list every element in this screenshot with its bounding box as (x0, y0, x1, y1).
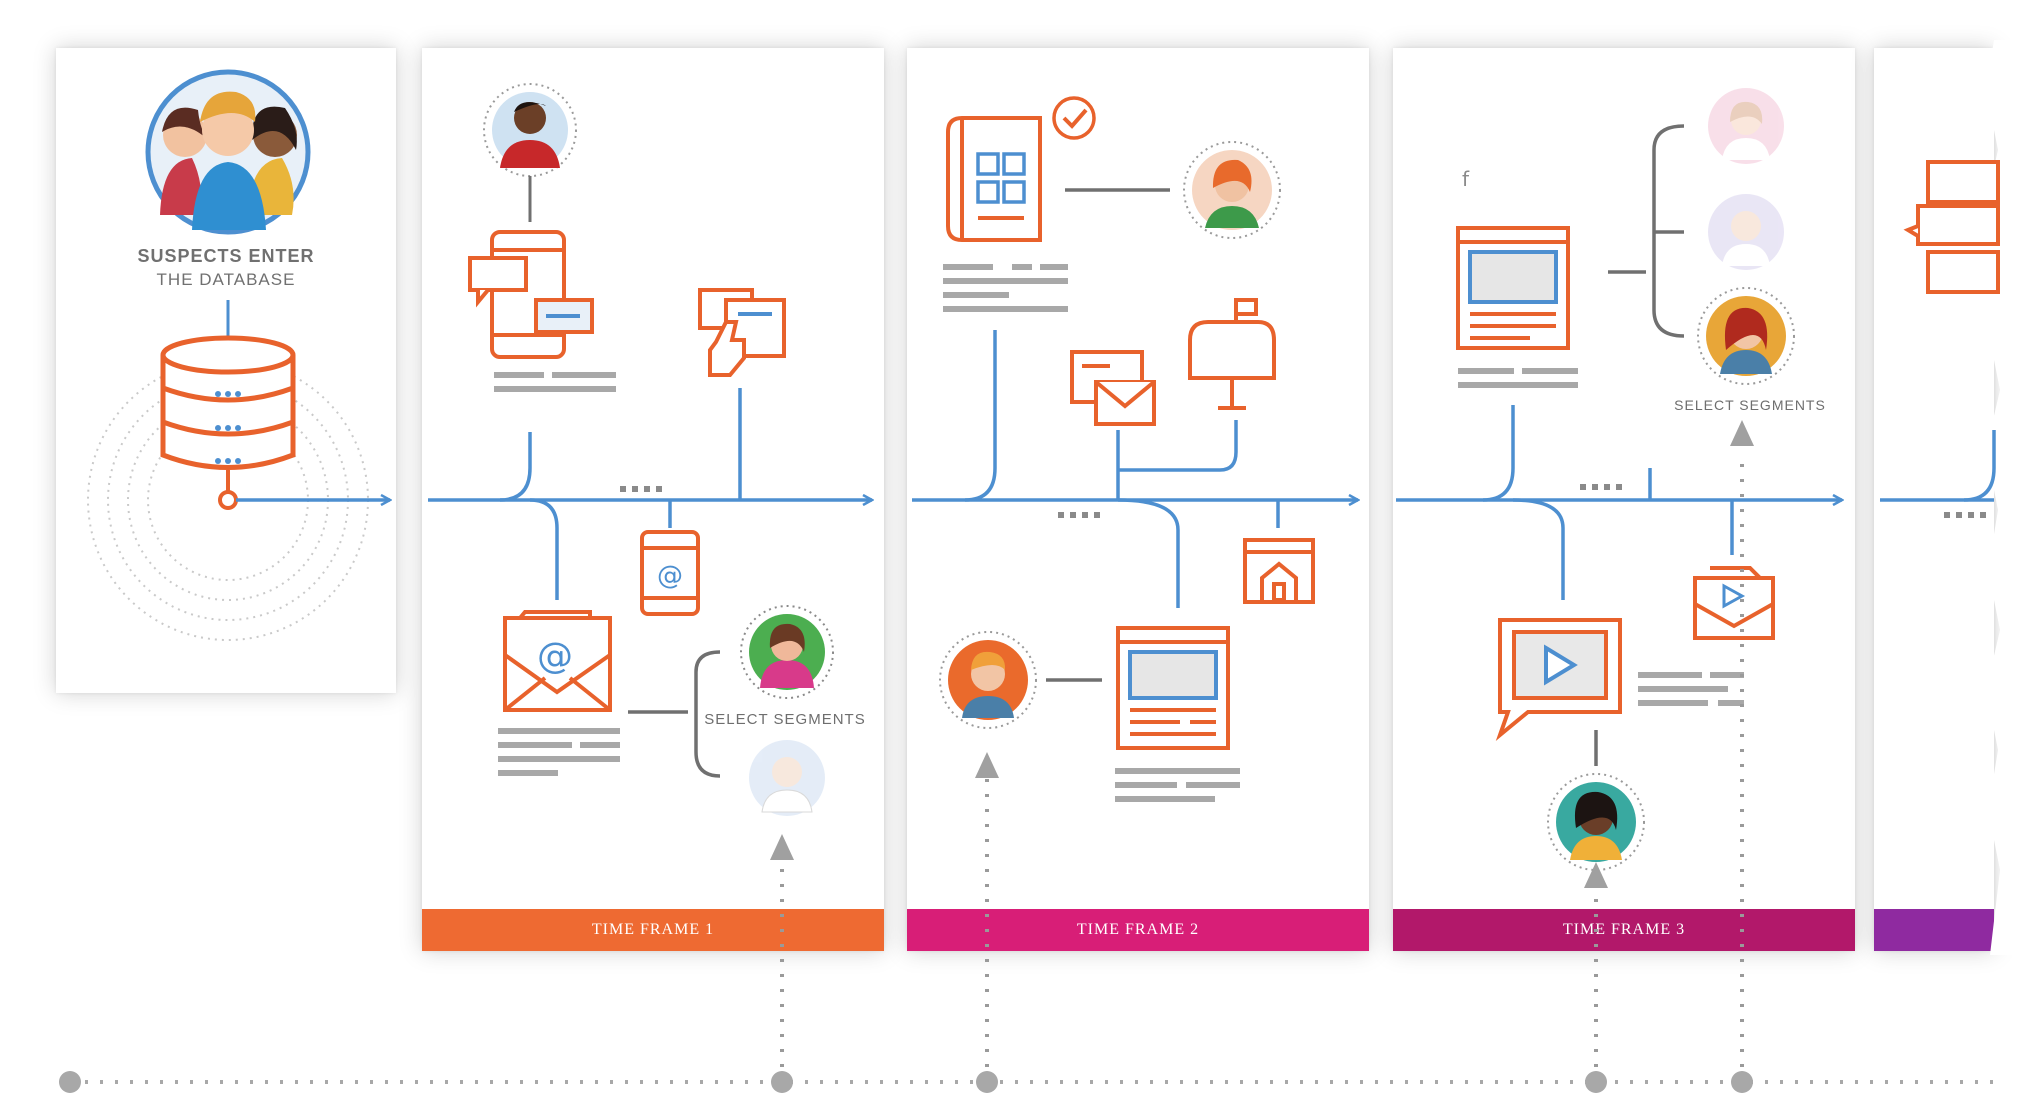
svg-text:@: @ (537, 636, 573, 677)
tf1-segment-bracket (628, 650, 721, 778)
woman-orange-hair-avatar-icon (1183, 141, 1281, 239)
group-avatar-icon (145, 69, 311, 235)
timeframe-3-label: TIME FRAME 3 (1393, 909, 1855, 951)
email-envelope-icon: @ (503, 610, 612, 712)
video-chat-icon (1495, 618, 1622, 742)
person-avatar-icon (483, 83, 577, 177)
tf3-segment-bracket (1608, 124, 1685, 338)
brochure-icon (946, 116, 1042, 242)
tf3-segments-label: SELECT SEGMENTS (1674, 397, 1826, 413)
svg-text:@: @ (657, 561, 683, 591)
tf3-f-mark: f (1462, 167, 1470, 191)
mobile-chat-icon (468, 230, 594, 359)
tf1-segments-label: SELECT SEGMENTS (704, 711, 866, 728)
woman-avatar-icon (740, 605, 834, 699)
red-hair-woman-avatar-icon (1697, 287, 1795, 385)
faded-man-avatar-tf3-icon (1708, 194, 1784, 270)
up-arrow-heads (770, 420, 1754, 888)
store-web-icon (1243, 538, 1315, 604)
man-avatar-tf2-icon (939, 631, 1037, 729)
black-woman-avatar-icon (1547, 773, 1645, 871)
tf1-dots (620, 486, 662, 492)
tf1-branches (499, 388, 742, 600)
tf4-branches (1963, 430, 1996, 502)
direct-mail-icon (1070, 350, 1156, 426)
timeframe-1-label: TIME FRAME 1 (422, 909, 884, 951)
bottom-timeline-nodes (59, 1071, 1753, 1093)
thumbs-up-chat-icon (698, 288, 786, 377)
webpage-tf3-icon (1456, 226, 1570, 350)
mailbox-icon (1188, 298, 1276, 410)
intro-caption-line1: SUSPECTS ENTER (137, 246, 315, 266)
database-icon (160, 335, 296, 470)
chat-bubbles-icon (1903, 160, 2000, 294)
tf2-branches (964, 330, 1280, 608)
upward-dotted-arrows (780, 452, 1744, 1082)
faded-man-avatar-icon (749, 740, 825, 816)
timeframe-2-label: TIME FRAME 2 (907, 909, 1369, 951)
webpage-icon (1116, 626, 1230, 750)
faded-woman-avatar-icon (1708, 88, 1784, 164)
checkmark-icon (1052, 96, 1096, 140)
tf3-branches (1482, 405, 1734, 600)
video-email-icon (1693, 566, 1775, 640)
timeframe-4-label (1874, 909, 1994, 951)
mobile-email-icon: @ (640, 530, 700, 616)
intro-caption-line2: THE DATABASE (156, 270, 296, 289)
